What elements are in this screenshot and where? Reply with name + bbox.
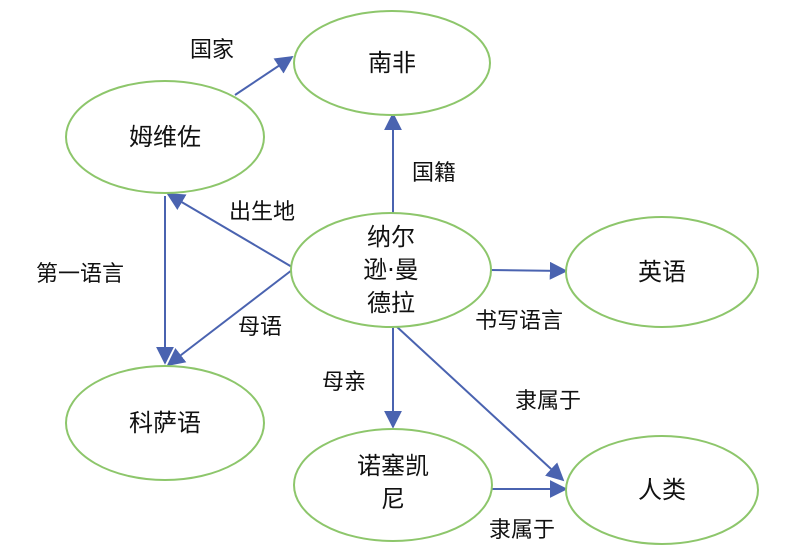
edge-label-country: 国家 <box>190 38 234 63</box>
node-label-english: 英语 <box>638 258 686 286</box>
edge-birthplace <box>166 193 293 268</box>
node-label-xhosa: 科萨语 <box>129 409 201 437</box>
node-label-human: 人类 <box>638 476 686 504</box>
node-english <box>565 216 759 328</box>
edge-label-written-language: 书写语言 <box>475 309 563 334</box>
node-label-south-africa: 南非 <box>368 49 416 77</box>
node-mvezo <box>65 80 265 194</box>
node-label-nosekeni-line2: 尼 <box>381 485 405 513</box>
node-human <box>565 435 759 545</box>
node-label-mvezo: 姆维佐 <box>129 123 201 151</box>
edge-mother-tongue <box>166 269 293 367</box>
node-label-mandela-line3: 德拉 <box>367 289 415 317</box>
node-label-mandela-line2: 逊·曼 <box>363 256 419 284</box>
edge-label-first-language: 第一语言 <box>36 262 124 287</box>
node-nosekeni <box>293 428 493 542</box>
node-label-mandela-line1: 纳尔 <box>367 223 415 251</box>
edge-country <box>234 56 294 96</box>
node-south-africa <box>293 10 491 116</box>
node-xhosa <box>65 365 265 481</box>
edge-belongs-to-1 <box>395 325 565 482</box>
edge-label-mother-tongue: 母语 <box>238 315 282 340</box>
edge-label-belongs-to-2: 隶属于 <box>489 518 555 543</box>
edge-label-birthplace: 出生地 <box>229 200 295 225</box>
node-label-nosekeni-line1: 诺塞凯 <box>357 452 429 480</box>
edge-label-belongs-to-1: 隶属于 <box>515 389 581 414</box>
edge-label-mother: 母亲 <box>322 370 366 395</box>
edge-label-nationality: 国籍 <box>412 161 456 186</box>
edge-written-language <box>489 261 568 280</box>
node-mandela <box>290 212 492 328</box>
